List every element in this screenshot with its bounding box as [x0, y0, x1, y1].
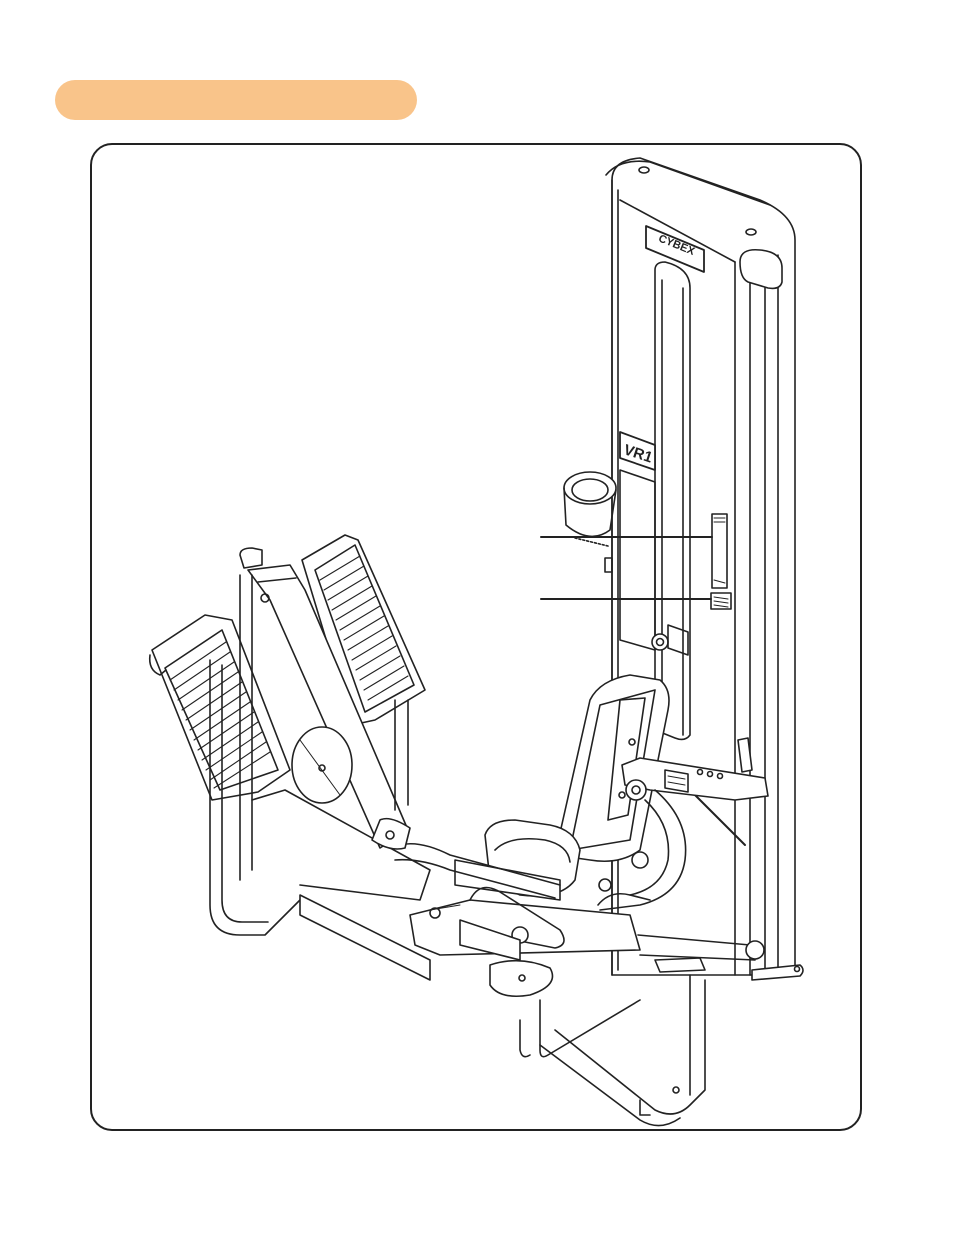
seat-adjustment-arm	[599, 737, 769, 911]
callout-leaders	[540, 536, 746, 846]
machine-frame	[209, 574, 706, 1127]
right-foot-plate	[301, 534, 426, 726]
handles-and-base	[371, 817, 765, 998]
instruction-placard	[711, 513, 728, 589]
cam-disc	[291, 726, 353, 804]
seat-assembly	[454, 674, 670, 901]
cup-holder	[563, 471, 617, 573]
left-foot-plate	[148, 614, 291, 801]
section-header-pill	[55, 80, 417, 120]
